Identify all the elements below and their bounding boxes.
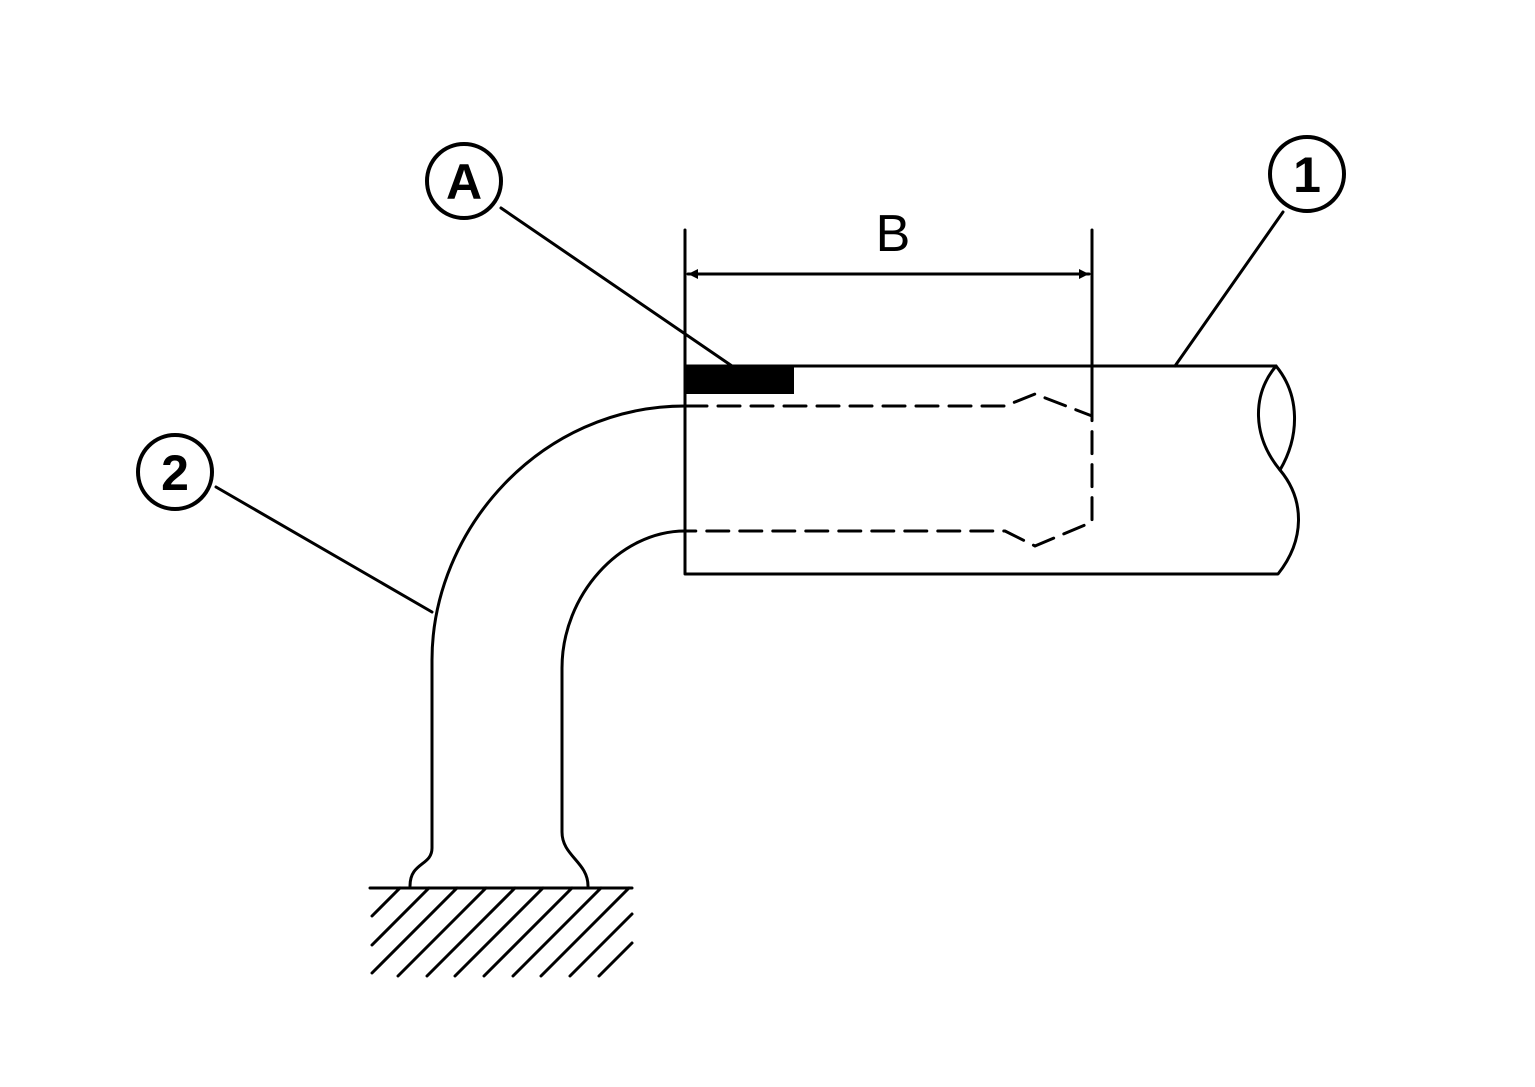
- mark-a: [686, 367, 794, 394]
- ground-hatching: [370, 886, 634, 978]
- hose-break-line: [1274, 364, 1296, 472]
- dimension-b-label: B: [876, 205, 911, 263]
- callout-2-circle: [136, 433, 214, 511]
- pipe-hidden-end: [683, 392, 1094, 548]
- callout-a-circle: [425, 142, 503, 220]
- callout-a-label: A: [446, 154, 482, 210]
- hose-outline: [683, 364, 1300, 576]
- callout-2-label: 2: [161, 445, 189, 501]
- leader-1: [1173, 210, 1285, 368]
- callout-1-label: 1: [1293, 147, 1321, 203]
- leader-2: [214, 485, 434, 614]
- callout-1-circle: [1268, 135, 1346, 213]
- leader-a: [499, 206, 734, 368]
- pipe-inner-wall: [560, 529, 687, 888]
- pipe-outer-wall: [408, 404, 687, 888]
